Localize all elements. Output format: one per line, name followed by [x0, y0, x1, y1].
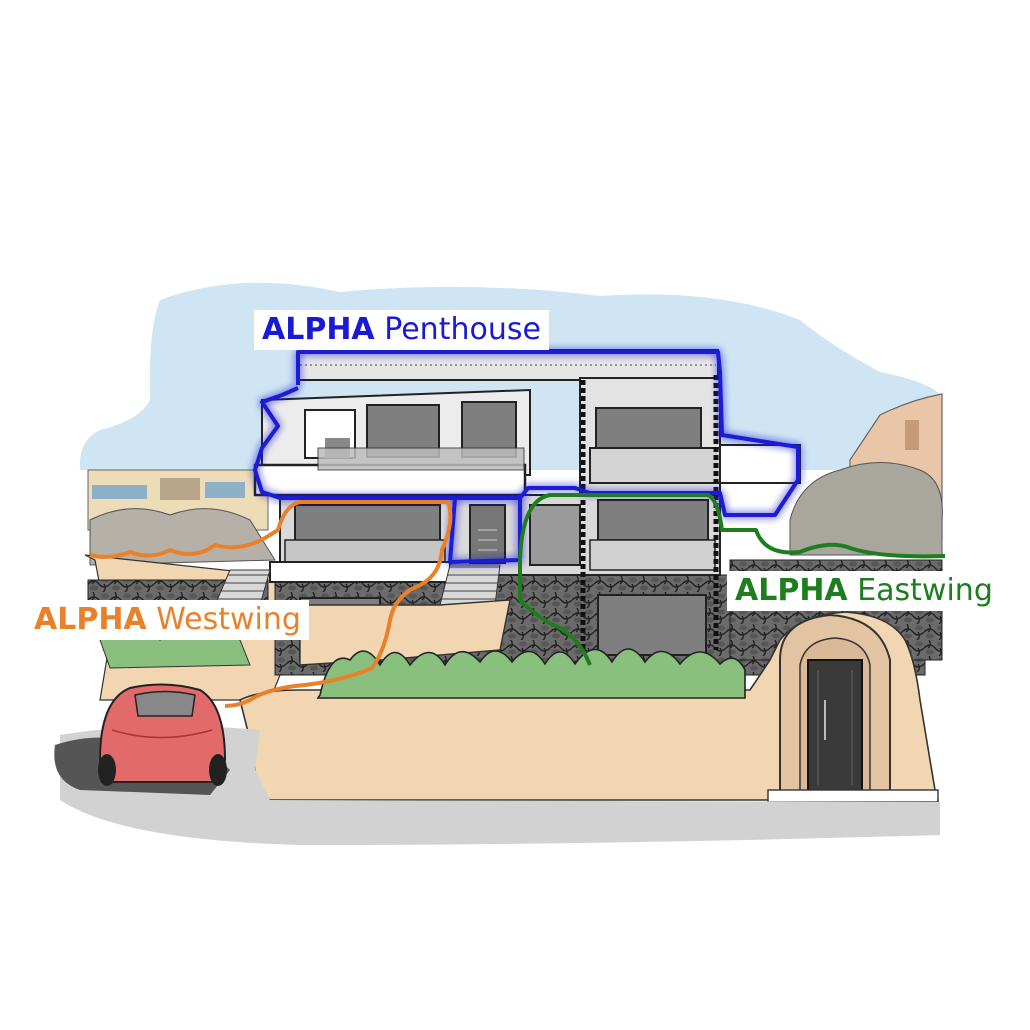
eastwing-label: ALPHA Eastwing	[727, 571, 1001, 611]
penthouse-label-name: Penthouse	[384, 312, 541, 347]
westwing-label-brand: ALPHA	[34, 602, 147, 637]
arched-gate	[767, 613, 939, 803]
westwing-label: ALPHA Westwing	[26, 600, 309, 640]
center-stairs	[439, 564, 501, 606]
road	[60, 726, 940, 845]
eastwing-outline	[518, 493, 946, 666]
eastwing-label-name: Eastwing	[857, 573, 993, 608]
westwing-outline	[89, 500, 453, 708]
penthouse-label-brand: ALPHA	[262, 312, 375, 347]
background-trees	[89, 462, 943, 566]
penthouse-label: ALPHA Penthouse	[254, 310, 549, 350]
westwing-label-name: Westwing	[156, 602, 301, 637]
eastwing-label-brand: ALPHA	[735, 573, 848, 608]
courtyard-terrace	[299, 599, 511, 666]
planter-hedge	[316, 648, 746, 699]
car	[98, 683, 227, 786]
penthouse-outline	[253, 350, 800, 564]
